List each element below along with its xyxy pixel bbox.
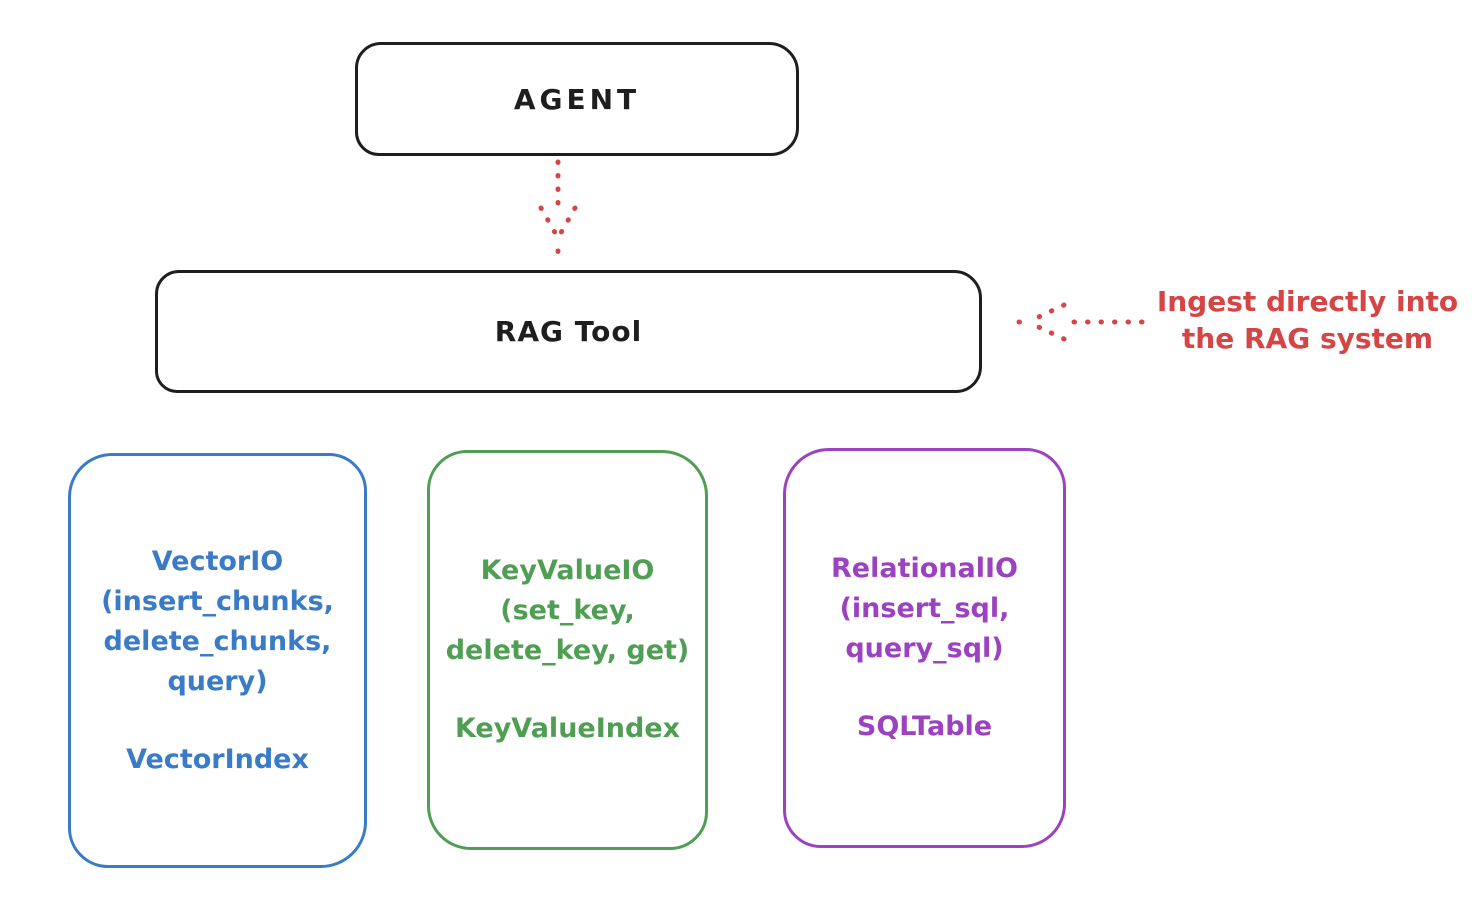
agent-label: AGENT xyxy=(513,82,641,116)
arrowhead-left xyxy=(538,205,561,241)
rag-tool-node: RAG Tool xyxy=(155,270,982,393)
vector-io-node: VectorIO (insert_chunks, delete_chunks, … xyxy=(68,453,367,868)
rag-tool-label: RAG Tool xyxy=(494,315,643,348)
keyvalue-index-label: KeyValueIndex xyxy=(454,713,681,744)
vector-io-label: VectorIO (insert_chunks, delete_chunks, … xyxy=(101,545,334,697)
agent-node: AGENT xyxy=(355,42,799,156)
agent-to-rag-arrow-icon xyxy=(538,159,578,256)
keyvalue-io-node: KeyValueIO (set_key, delete_key, get) Ke… xyxy=(427,450,708,850)
vector-index-label: VectorIndex xyxy=(126,743,309,775)
arrowhead-right xyxy=(555,205,578,241)
arrowhead-top xyxy=(1025,302,1067,325)
relational-io-label: RelationalIO (insert_sql, query_sql) xyxy=(831,553,1018,664)
keyvalue-io-label: KeyValueIO (set_key, delete_key, get) xyxy=(445,555,690,666)
ingest-arrow-icon xyxy=(1016,302,1145,342)
sql-table-label: SQLTable xyxy=(856,711,993,742)
arrowhead-bottom xyxy=(1025,319,1067,342)
ingest-annotation: Ingest directly into the RAG system xyxy=(1156,285,1459,355)
relational-io-node: RelationalIO (insert_sql, query_sql) SQL… xyxy=(783,448,1066,848)
